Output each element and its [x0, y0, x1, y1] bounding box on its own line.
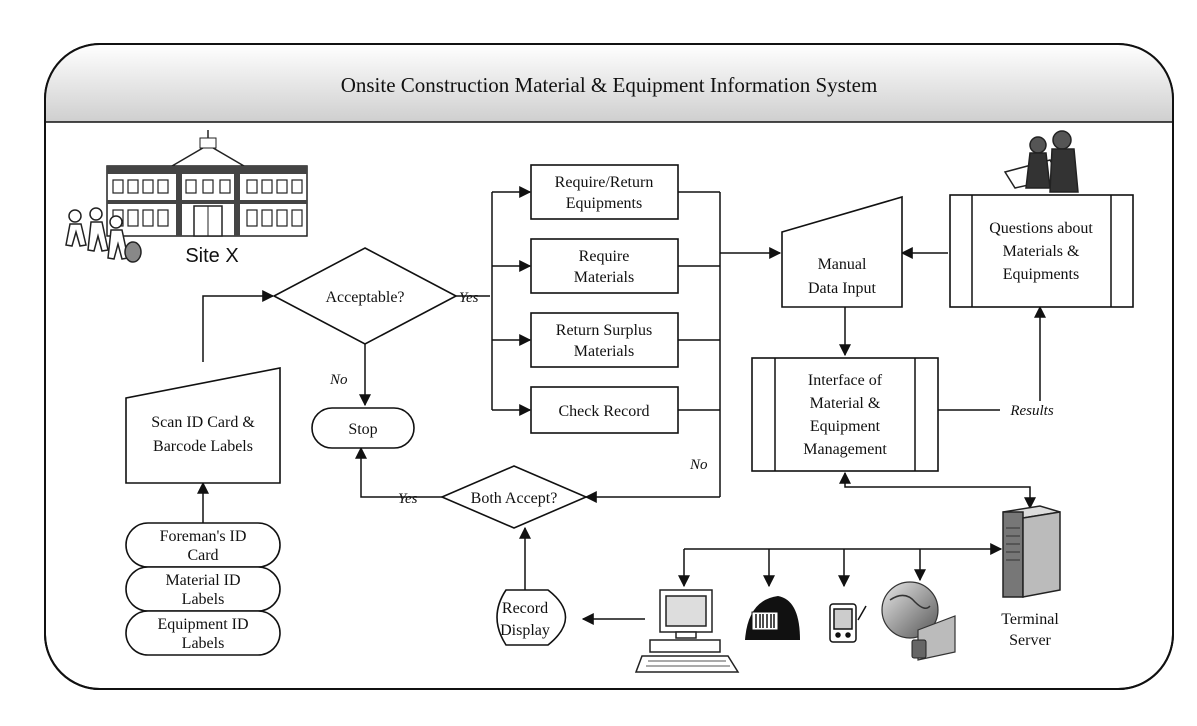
require-materials-line2: Materials: [574, 269, 634, 286]
both-accept-decision: Both Accept?: [439, 465, 589, 529]
require-equipments-node: Require/Return Equipments: [530, 164, 679, 220]
require-materials-node: Require Materials: [530, 238, 679, 294]
manual-input-line1: Manual: [818, 256, 867, 273]
require-equipments-line1: Require/Return: [555, 174, 654, 191]
return-surplus-node: Return Surplus Materials: [530, 312, 679, 368]
record-display-node: Record Display: [496, 589, 567, 646]
return-surplus-line2: Materials: [574, 343, 634, 360]
record-display-line2: Display: [500, 622, 550, 639]
interface-line1: Interface of: [808, 372, 883, 389]
engineers-icon: [1003, 130, 1079, 193]
both-accept-label: Both Accept?: [471, 490, 558, 507]
questions-line2: Materials &: [1003, 243, 1080, 260]
manual-input-line2: Data Input: [808, 280, 877, 297]
material-label-line1: Material ID: [165, 572, 240, 589]
check-record-label: Check Record: [558, 403, 649, 420]
interface-line2: Material &: [810, 395, 881, 412]
server-icon: [1002, 505, 1061, 598]
no-acceptable-label: No: [329, 372, 348, 388]
scan-label-line1: Scan ID Card &: [151, 414, 255, 431]
barcode-scanner-icon: [745, 596, 800, 640]
equipment-label-line1: Equipment ID: [157, 616, 248, 633]
stop-node: Stop: [311, 407, 415, 449]
workers-icon: [65, 207, 142, 263]
foreman-label-line1: Foreman's ID: [160, 528, 247, 545]
no-both-label: No: [689, 457, 708, 473]
material-id-labels-node: Material ID Labels: [125, 566, 281, 612]
acceptable-label: Acceptable?: [325, 289, 404, 306]
material-label-line2: Labels: [182, 591, 225, 608]
stop-label: Stop: [348, 421, 377, 438]
interface-line4: Management: [803, 441, 887, 458]
yes-acceptable-label: Yes: [459, 290, 479, 306]
require-materials-line1: Require: [579, 248, 630, 265]
computer-icon: [634, 589, 740, 673]
manual-data-input-node: Manual Data Input: [781, 195, 903, 308]
terminal-server-line2: Server: [1009, 632, 1051, 649]
terminal-server-line1: Terminal: [1001, 611, 1059, 628]
yes-both-label: Yes: [398, 491, 418, 507]
scan-id-card-node: Scan ID Card & Barcode Labels: [125, 367, 281, 484]
equipment-id-labels-node: Equipment ID Labels: [125, 610, 281, 656]
foreman-id-card-node: Foreman's ID Card: [125, 522, 281, 568]
results-label: Results: [1009, 403, 1053, 419]
check-record-node: Check Record: [530, 386, 679, 434]
diagram-title: Onsite Construction Material & Equipment…: [341, 73, 878, 97]
questions-line1: Questions about: [989, 220, 1093, 237]
require-equipments-line2: Equipments: [566, 195, 642, 212]
pda-icon: [829, 603, 867, 643]
equipment-label-line2: Labels: [182, 635, 225, 652]
scan-label-line2: Barcode Labels: [153, 438, 253, 455]
globe-icon: [881, 581, 956, 661]
building-icon: [106, 130, 308, 237]
results-label-group: Results: [1000, 401, 1064, 419]
interface-node: Interface of Material & Equipment Manage…: [751, 357, 939, 472]
foreman-label-line2: Card: [187, 547, 218, 564]
acceptable-decision: Acceptable?: [272, 247, 458, 345]
record-display-line1: Record: [502, 600, 548, 617]
questions-line3: Equipments: [1003, 266, 1079, 283]
questions-node: Questions about Materials & Equipments: [949, 194, 1134, 308]
interface-line3: Equipment: [810, 418, 881, 435]
site-label: Site X: [185, 245, 238, 267]
return-surplus-line1: Return Surplus: [556, 322, 652, 339]
